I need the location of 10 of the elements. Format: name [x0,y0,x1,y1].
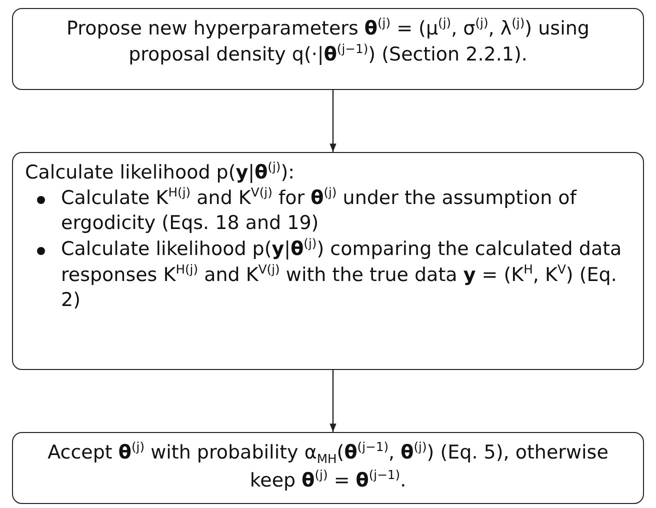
list-item-text: Calculate likelihood p(y|θ$^{(j)}$) comparing the calculated data responses K$^{H(j)}$ and K$^{V(j)}$ with the true data y = (K$^{H}$, K$^{V}$) (Eq. 2) [61,238,622,311]
process-box [12,152,644,370]
box-text: Propose new hyperparameters θ$^{(j)}$ = (μ$^{(j)}$, σ$^{(j)}$, λ$^{(j)}$) using proposal density q(·|θ$^{(j−1)}$) (Section 2.2.1). [66,15,590,68]
process-box [12,8,644,90]
process-box [12,432,644,504]
box-text: Accept θ$^{(j)}$ with probability α$_{MH}$(θ$^{(j−1)}$, θ$^{(j)}$) (Eq. 5), otherwise keep θ$^{(j)}$ = θ$^{(j−1)}$. [46,439,610,494]
list-item-text: Calculate K$^{H(j)}$ and K$^{V(j)}$ for θ$^{(j)}$ under the assumption of ergodicity (Eqs. 18 and 19) [61,187,576,234]
arrow [330,90,336,152]
arrow [330,370,336,432]
box-heading: Calculate likelihood p(y|θ$^{(j)}$): [25,159,296,186]
